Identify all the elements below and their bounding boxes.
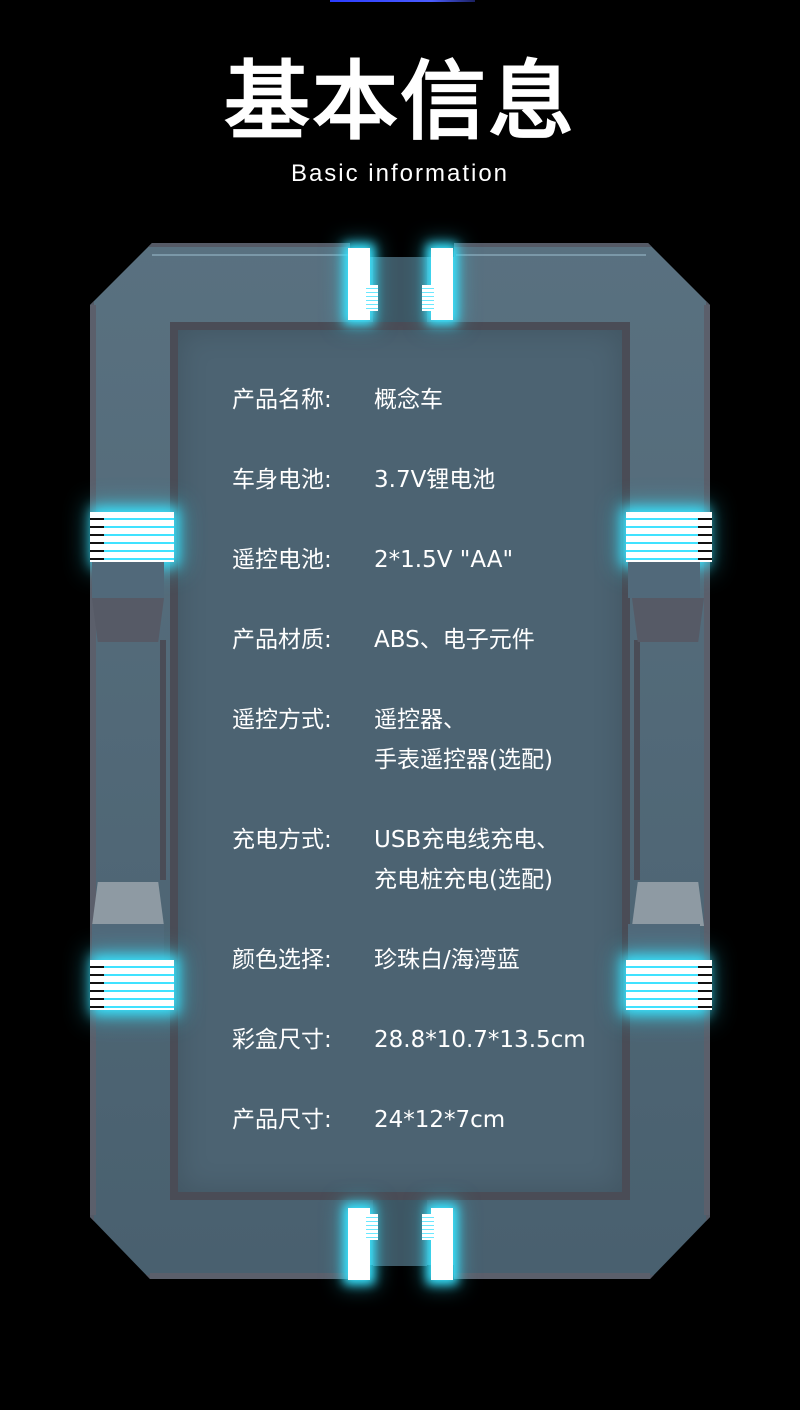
spec-row-box-size: 彩盒尺寸: 28.8*10.7*13.5cm: [232, 1020, 586, 1060]
page-subtitle: Basic information: [290, 160, 510, 187]
connector-left-lower: [92, 924, 164, 960]
frame-edge-left: [90, 305, 96, 1215]
spec-label: 遥控电池:: [232, 547, 332, 573]
spec-value: 珍珠白/海湾蓝: [374, 947, 520, 973]
block-right-lower: [632, 882, 704, 926]
spec-label: 彩盒尺寸:: [232, 1027, 332, 1053]
spec-row-body-battery: 车身电池: 3.7V锂电池: [232, 460, 495, 500]
connector-left-upper: [92, 562, 164, 598]
spec-label: 产品材质:: [232, 627, 332, 653]
connector-right-upper: [628, 562, 700, 598]
glow-ticks-left-upper: [90, 512, 104, 562]
spec-row-charging-method: 充电方式: USB充电线充电、 充电桩充电(选配): [232, 820, 559, 900]
glow-ticks-left-lower: [90, 960, 104, 1010]
rail-right: [634, 640, 640, 880]
block-left-upper: [92, 598, 164, 642]
bottom-notch-inner: [373, 1196, 427, 1266]
spec-value-line2: 充电桩充电(选配): [374, 867, 553, 893]
block-left-lower: [92, 882, 164, 926]
spec-value: ABS、电子元件: [374, 627, 535, 653]
inner-panel: [170, 322, 630, 1200]
glow-light-left-upper: [96, 512, 174, 562]
spec-row-product-name: 产品名称: 概念车: [232, 380, 443, 420]
glow-stripes-bottom-left: [366, 1214, 378, 1240]
spec-value: USB充电线充电、 充电桩充电(选配): [374, 820, 559, 900]
glow-stripes-top-left: [366, 285, 378, 311]
spec-value: 2*1.5V "AA": [374, 547, 514, 573]
spec-row-color: 颜色选择: 珍珠白/海湾蓝: [232, 940, 520, 980]
frame-edge-right: [704, 305, 710, 1215]
spec-label: 车身电池:: [232, 467, 332, 493]
glow-light-right-upper: [626, 512, 704, 562]
spec-value: 概念车: [374, 387, 443, 413]
spec-value: 24*12*7cm: [374, 1107, 506, 1133]
spec-value-line2: 手表遥控器(选配): [374, 747, 553, 773]
spec-value-line1: 遥控器、: [374, 707, 466, 733]
spec-label: 颜色选择:: [232, 947, 332, 973]
glow-light-bottom-left: [348, 1208, 370, 1280]
glow-light-top-right: [431, 248, 453, 320]
page-title: 基本信息: [224, 52, 576, 152]
spec-value: 3.7V锂电池: [374, 467, 496, 493]
spec-value-line1: USB充电线充电、: [374, 827, 560, 853]
spec-value: 28.8*10.7*13.5cm: [374, 1027, 586, 1053]
glow-light-bottom-right: [431, 1208, 453, 1280]
spec-row-product-size: 产品尺寸: 24*12*7cm: [232, 1100, 505, 1140]
block-right-upper: [632, 598, 704, 642]
top-notch-inner: [373, 257, 427, 327]
glow-light-left-lower: [96, 960, 174, 1010]
spec-row-material: 产品材质: ABS、电子元件: [232, 620, 535, 660]
rail-left: [160, 640, 166, 880]
glow-light-top-left: [348, 248, 370, 320]
glow-stripes-top-right: [422, 285, 434, 311]
glow-ticks-right-lower: [698, 960, 712, 1010]
top-notch: [350, 243, 454, 257]
spec-label: 遥控方式:: [232, 707, 332, 733]
connector-right-lower: [628, 924, 700, 960]
top-accent-bar: [330, 0, 475, 2]
spec-value: 遥控器、 手表遥控器(选配): [374, 700, 553, 780]
spec-row-remote-battery: 遥控电池: 2*1.5V "AA": [232, 540, 513, 580]
frame-highlight-right: [456, 254, 646, 256]
spec-label: 充电方式:: [232, 827, 332, 853]
glow-stripes-bottom-right: [422, 1214, 434, 1240]
spec-label: 产品尺寸:: [232, 1107, 332, 1133]
glow-light-right-lower: [626, 960, 704, 1010]
spec-label: 产品名称:: [232, 387, 332, 413]
frame-highlight-left: [152, 254, 348, 256]
glow-ticks-right-upper: [698, 512, 712, 562]
bottom-notch: [350, 1265, 454, 1279]
spec-row-remote-method: 遥控方式: 遥控器、 手表遥控器(选配): [232, 700, 553, 780]
